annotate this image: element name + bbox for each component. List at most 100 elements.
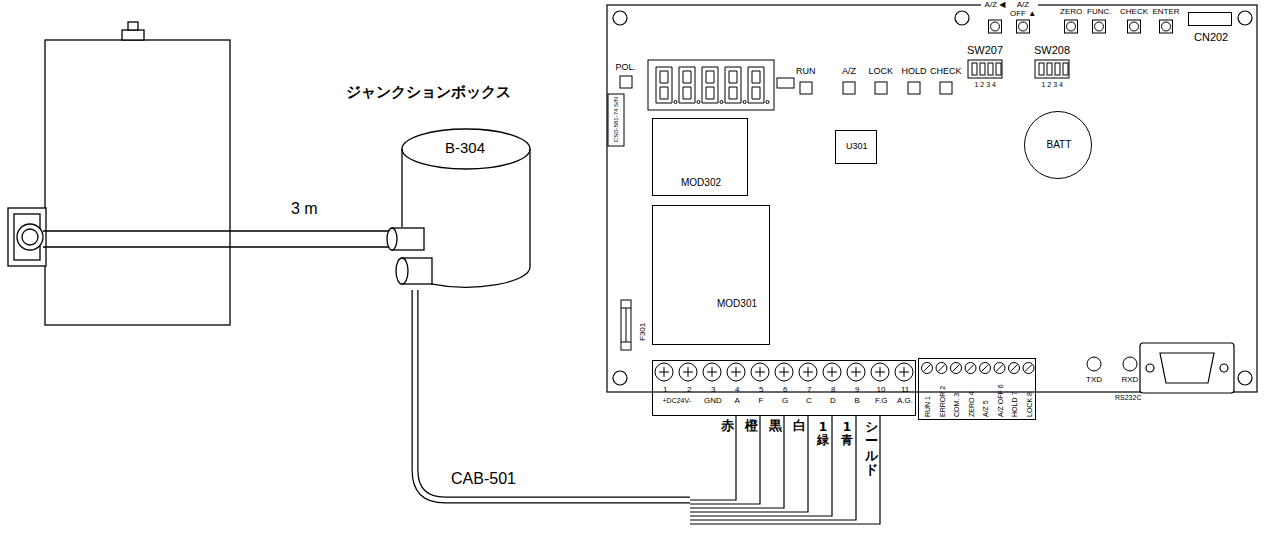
control-terminal-block: RUN 1ERROR 2COM. 3ZERO 4A/Z 5A/Z OFF 6HO… [918,358,1036,420]
load-cell-cable [43,231,392,247]
push-button [1130,22,1139,31]
decimal-point [766,101,769,104]
box-text: 8 [831,385,835,394]
load-cell-cable [43,231,392,247]
seven-segment-digit [679,67,695,103]
dip-switch [1063,63,1068,75]
decimal-point [697,101,700,104]
box-text: 4 [735,385,739,394]
led-label: RUN [795,66,817,76]
screw-slot [779,367,789,377]
box-text: C [806,396,812,405]
switch-positions: 1 2 3 4 [1041,81,1064,89]
box-text: CN202 [1194,31,1228,44]
terminal-screw [965,363,976,374]
push-button [1067,22,1076,31]
screw-slot [953,365,960,372]
screw-slot [851,367,861,377]
db9-connector [1160,353,1214,383]
fuse [621,300,631,350]
switch-name: SW208 [1033,44,1071,57]
screw-slot [683,367,693,377]
screw-slot [659,367,669,377]
status-led [800,82,812,94]
port-name: RS232C [1114,394,1142,402]
display [648,60,774,110]
terminal-screw [823,363,841,381]
screw-slot [1025,365,1032,372]
seven-segment-digit [748,67,764,103]
box-text: D [830,396,836,405]
module-box: MOD301 [652,205,770,345]
button-label: ENTER [1152,7,1181,16]
dip-switch [972,63,977,75]
dip-switch [980,63,985,75]
status-led [908,82,920,94]
terminal-screw [1009,363,1020,374]
terminal-screw [1023,363,1034,374]
push-button [989,20,1002,33]
box-text: MOD301 [717,298,757,310]
led-label: CHECK [929,66,963,76]
screw-slot [967,365,974,372]
connector-header: CN202 [1188,12,1232,26]
screw-slot [755,367,765,377]
cable-length: 3 m [290,200,319,218]
box-text: B-304 [445,139,485,156]
box-text: G [782,396,788,405]
box-text: 6 [783,385,787,394]
circuit-board [1238,11,1252,25]
screw-slot [707,367,717,377]
led-label: HOLD [901,66,928,76]
fuse [621,308,631,342]
cylinder-body [402,149,530,287]
terminal-screw [895,363,913,381]
circuit-board [1238,371,1252,385]
wire-color: 橙 [744,419,759,434]
button-label: A/Z ◀ [981,0,1009,9]
serial-led [1087,357,1101,371]
screw-slot [924,365,931,372]
screw-slot [982,365,989,372]
button-label: FUNC. [1086,7,1112,16]
dip-switch [1039,63,1044,75]
terminal-screw [980,363,991,374]
terminal-screw [751,363,769,381]
seven-segment-digit [702,67,718,103]
wire [690,416,808,512]
wire [690,416,784,508]
box-heading: ジャンクションボックス [346,84,511,101]
display [620,60,794,110]
terminal-screw [799,363,817,381]
cylinder-top [402,129,530,169]
cable-label: CAB-501 [450,470,517,488]
cable-core [415,290,690,500]
serial-label [608,94,624,146]
terminal-screw [727,363,745,381]
terminal-screw [679,363,697,381]
terminal-screw [936,363,947,374]
led-label: A/Z [841,66,857,76]
box-text: B [855,396,860,405]
cable-gland [387,228,397,250]
screw-slot [1011,365,1018,372]
terminal-screw [994,363,1005,374]
box-text: +DC24V- [663,397,692,405]
box-text: 11 [901,385,909,394]
screw-slot [938,365,945,372]
serial-led [1123,357,1137,371]
box-text: LOCK 8 [1026,392,1034,417]
terminal-screw [922,363,933,374]
box-text: GND [704,396,722,405]
led-label: LOCK [868,66,895,76]
terminal-screw [703,363,721,381]
load-cell [22,229,38,245]
box-text: MOD302 [681,177,721,189]
box-text: A.G. [897,396,913,405]
serial-led [1087,357,1137,371]
box-text: 10 [877,385,886,394]
push-button [1065,20,1078,33]
serial-label [608,94,624,146]
